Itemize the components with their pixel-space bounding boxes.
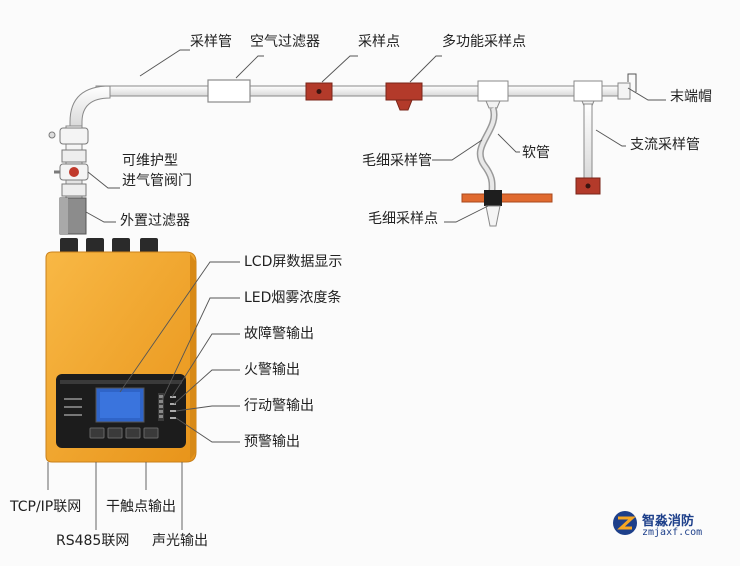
label-tcpip: TCP/IP联网 xyxy=(10,499,82,515)
label-multi-sampling-point: 多功能采样点 xyxy=(442,34,526,50)
label-sound-light: 声光输出 xyxy=(152,533,208,549)
leader-lines xyxy=(47,49,666,530)
label-rs485: RS485联网 xyxy=(56,533,130,549)
label-fire-output: 火警输出 xyxy=(244,362,300,378)
hose-tee-fitting xyxy=(477,80,509,102)
label-dry-contact: 干触点输出 xyxy=(106,499,176,515)
left-panel-indicators xyxy=(64,398,82,416)
label-action-output: 行动警输出 xyxy=(244,398,314,414)
capillary-point-fitting xyxy=(484,190,502,206)
capillary-nozzle-icon xyxy=(485,205,501,227)
label-external-filter: 外置过滤器 xyxy=(120,213,190,229)
pipe-coupling-top xyxy=(59,127,89,145)
label-sampling-point: 采样点 xyxy=(358,34,400,50)
label-lcd-display: LCD屏数据显示 xyxy=(244,254,343,270)
branch-sampling-pipe xyxy=(583,103,593,181)
label-fault-output: 故障警输出 xyxy=(244,326,314,342)
capillary-ceiling-plate xyxy=(461,193,553,203)
pipe-coupling-low xyxy=(61,183,87,197)
multi-sampling-point-icon xyxy=(385,82,423,111)
pipe-elbow xyxy=(69,85,111,129)
brand-logo: 智淼消防 zmjaxf.com xyxy=(612,508,722,544)
label-end-cap: 末端帽 xyxy=(670,89,712,105)
label-branch-pipe: 支流采样管 xyxy=(630,137,700,153)
branch-tee-fitting xyxy=(573,80,603,102)
end-cap-icon xyxy=(617,82,631,100)
brand-url: zmjaxf.com xyxy=(642,527,703,538)
brand-name: 智淼消防 xyxy=(642,514,695,529)
device-top-connectors xyxy=(60,238,158,254)
label-led-bar: LED烟雾浓度条 xyxy=(244,290,342,306)
status-leds xyxy=(170,396,176,419)
label-capillary-point: 毛细采样点 xyxy=(368,211,438,227)
air-filter-icon xyxy=(207,79,251,103)
label-sampling-pipe: 采样管 xyxy=(190,34,232,50)
label-capillary-pipe: 毛细采样管 xyxy=(362,153,432,169)
led-smoke-bar xyxy=(158,393,164,421)
label-valve-line2: 进气管阀门 xyxy=(122,173,192,189)
brand-logo-icon xyxy=(613,511,637,535)
label-hose: 软管 xyxy=(522,145,550,161)
pipe-coupling-mid xyxy=(61,149,87,163)
label-prealarm-output: 预警输出 xyxy=(244,434,300,450)
main-sampling-pipe xyxy=(95,85,631,97)
label-valve-line1: 可维护型 xyxy=(122,153,178,169)
label-air-filter: 空气过滤器 xyxy=(250,34,320,50)
panel-buttons xyxy=(89,427,159,439)
